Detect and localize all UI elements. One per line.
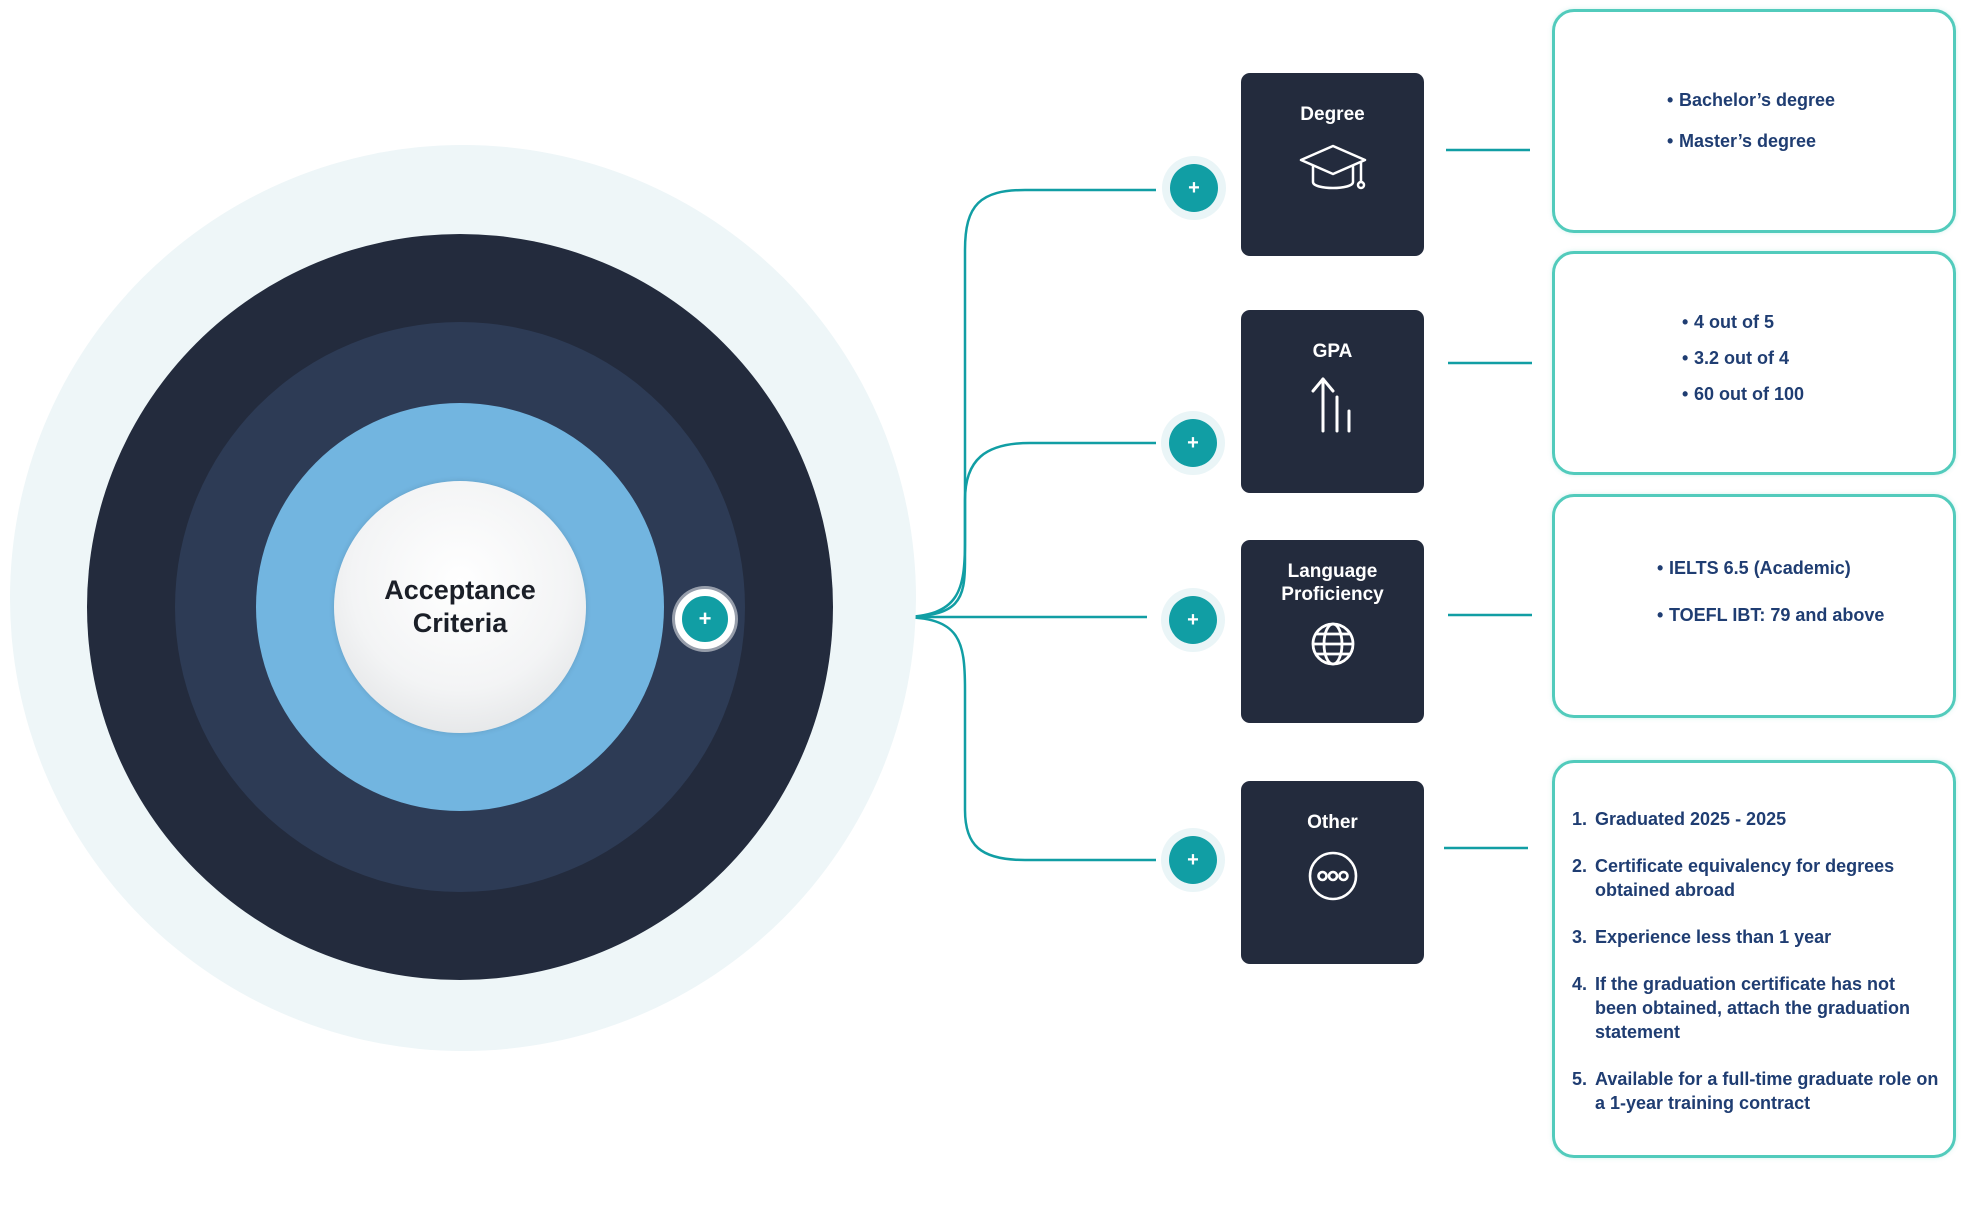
center-node: Acceptance Criteria bbox=[334, 481, 586, 733]
other-expand-button[interactable]: + bbox=[1169, 836, 1217, 884]
card-degree[interactable]: Degree bbox=[1241, 73, 1424, 256]
card-degree-title: Degree bbox=[1300, 104, 1365, 125]
degree-list: Bachelor’s degree Master’s degree bbox=[1667, 88, 1953, 153]
language-expand-button[interactable]: + bbox=[1169, 596, 1217, 644]
globe-icon bbox=[1311, 622, 1354, 666]
detail-language: IELTS 6.5 (Academic) TOEFL IBT: 79 and a… bbox=[1552, 494, 1956, 718]
gpa-item: 60 out of 100 bbox=[1682, 382, 1953, 406]
connector-other bbox=[899, 615, 1156, 862]
other-item: If the graduation certificate has not be… bbox=[1572, 972, 1939, 1044]
card-other-title: Other bbox=[1307, 812, 1358, 833]
connector-gpa bbox=[899, 441, 1156, 619]
other-item: Experience less than 1 year bbox=[1572, 925, 1939, 949]
detail-degree: Bachelor’s degree Master’s degree bbox=[1552, 9, 1956, 233]
gpa-item: 3.2 out of 4 bbox=[1682, 346, 1953, 370]
other-item: Certificate equivalency for degrees obta… bbox=[1572, 854, 1939, 902]
other-list: Graduated 2025 - 2025 Certificate equiva… bbox=[1572, 807, 1939, 1115]
detail-other: Graduated 2025 - 2025 Certificate equiva… bbox=[1552, 760, 1956, 1158]
more-dots-icon bbox=[1308, 851, 1357, 901]
center-title: Acceptance Criteria bbox=[384, 575, 536, 638]
gpa-item: 4 out of 5 bbox=[1682, 310, 1953, 334]
language-item: IELTS 6.5 (Academic) bbox=[1657, 556, 1953, 580]
other-item: Graduated 2025 - 2025 bbox=[1572, 807, 1939, 831]
degree-item: Master’s degree bbox=[1667, 129, 1953, 153]
connector-degree bbox=[899, 188, 1156, 619]
other-item: Available for a full-time graduate role … bbox=[1572, 1067, 1939, 1115]
card-gpa-title: GPA bbox=[1312, 341, 1353, 362]
card-other[interactable]: Other bbox=[1241, 781, 1424, 964]
degree-expand-button[interactable]: + bbox=[1170, 164, 1218, 212]
card-gpa[interactable]: GPA bbox=[1241, 310, 1424, 493]
language-item: TOEFL IBT: 79 and above bbox=[1657, 603, 1953, 627]
card-language-title: Language Proficiency bbox=[1281, 561, 1384, 605]
growth-chart-icon bbox=[1311, 377, 1350, 433]
center-expand-button[interactable]: + bbox=[675, 589, 735, 649]
gpa-list: 4 out of 5 3.2 out of 4 60 out of 100 bbox=[1682, 310, 1953, 406]
card-language-proficiency[interactable]: Language Proficiency bbox=[1241, 540, 1424, 723]
detail-gpa: 4 out of 5 3.2 out of 4 60 out of 100 bbox=[1552, 251, 1956, 475]
gpa-expand-button[interactable]: + bbox=[1169, 419, 1217, 467]
degree-item: Bachelor’s degree bbox=[1667, 88, 1953, 112]
graduation-cap-icon bbox=[1299, 144, 1366, 190]
language-list: IELTS 6.5 (Academic) TOEFL IBT: 79 and a… bbox=[1657, 556, 1953, 627]
